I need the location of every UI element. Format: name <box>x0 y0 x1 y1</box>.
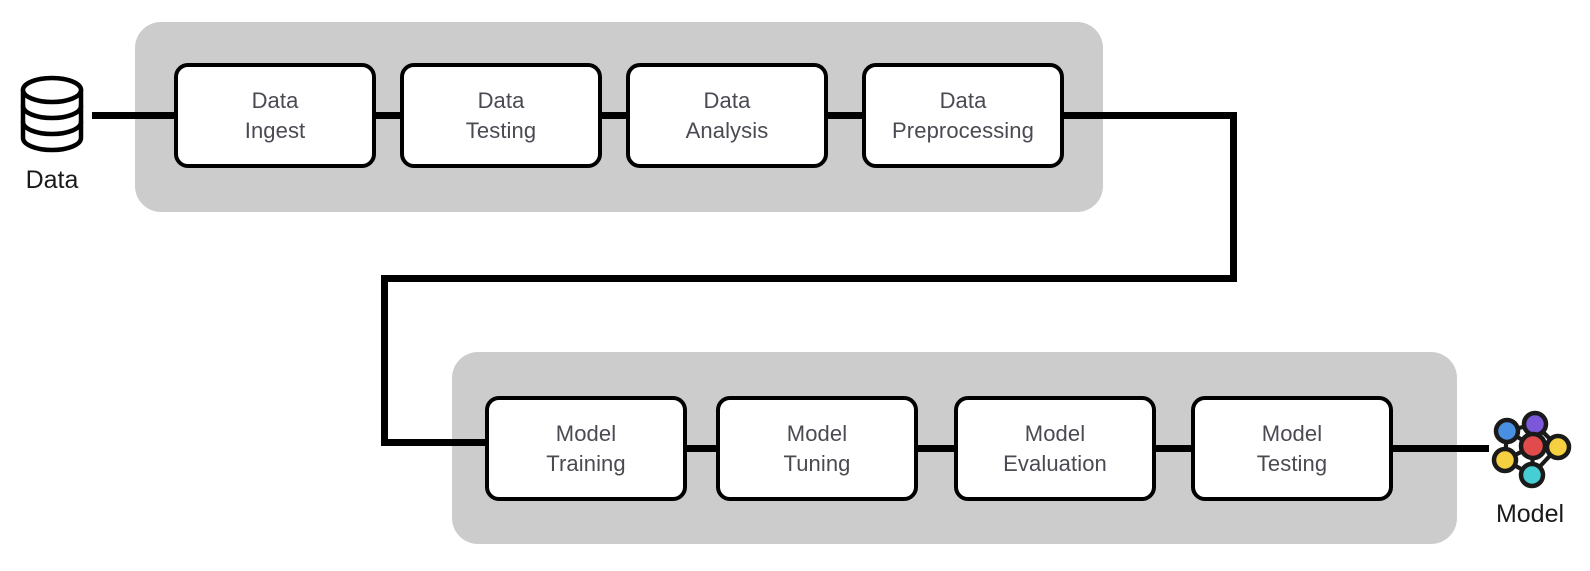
stage-label-data-ingest: Data Ingest <box>244 88 306 143</box>
stage-label-model-evaluation: Model Evaluation <box>1003 421 1107 476</box>
connector-training-to-tuning <box>683 445 720 452</box>
data-source-label: Data <box>25 166 79 194</box>
connector-tuning-to-evaluation <box>914 445 958 452</box>
nn-node-cyan <box>1518 461 1546 489</box>
connector-preprocessing-elbow-middle <box>381 275 1237 282</box>
connector-analysis-to-preprocessing <box>824 112 866 119</box>
stage-label-data-analysis: Data Analysis <box>685 88 769 143</box>
nn-node-purple <box>1521 410 1549 438</box>
connector-ingest-to-testing <box>372 112 404 119</box>
stage-box-data-preprocessing[interactable]: Data Preprocessing <box>862 63 1064 168</box>
connector-elbow-to-model-training <box>381 439 491 446</box>
stage-label-model-testing: Model Testing <box>1256 421 1328 476</box>
connector-testing-to-model-output <box>1389 445 1489 452</box>
stage-box-model-training[interactable]: Model Training <box>485 396 687 501</box>
nn-node-yellow-right <box>1544 433 1572 461</box>
neural-network-icon <box>1491 410 1572 489</box>
nn-node-red <box>1518 431 1548 461</box>
connector-preprocessing-elbow-top <box>1060 112 1237 119</box>
data-source-endpoint: Data <box>8 74 96 193</box>
model-output-label: Model <box>1495 500 1565 528</box>
stage-box-model-tuning[interactable]: Model Tuning <box>716 396 918 501</box>
connector-preprocessing-elbow-right-vertical <box>1230 112 1237 282</box>
stage-box-model-testing[interactable]: Model Testing <box>1191 396 1393 501</box>
model-output-endpoint: Model <box>1478 410 1582 527</box>
stage-label-data-preprocessing: Data Preprocessing <box>892 88 1034 143</box>
connector-evaluation-to-testing <box>1152 445 1195 452</box>
stage-box-model-evaluation[interactable]: Model Evaluation <box>954 396 1156 501</box>
stage-box-data-ingest[interactable]: Data Ingest <box>174 63 376 168</box>
stage-label-model-training: Model Training <box>546 421 626 476</box>
nn-node-blue <box>1493 417 1521 445</box>
stage-box-data-analysis[interactable]: Data Analysis <box>626 63 828 168</box>
stage-label-data-testing: Data Testing <box>465 88 537 143</box>
connector-testing-to-analysis <box>598 112 630 119</box>
nn-node-yellow-left <box>1491 446 1519 474</box>
stage-label-model-tuning: Model Tuning <box>783 421 851 476</box>
database-cylinder-icon <box>20 75 84 153</box>
stage-box-data-testing[interactable]: Data Testing <box>400 63 602 168</box>
connector-data-source-to-ingest <box>92 112 178 119</box>
connector-preprocessing-elbow-left-vertical <box>381 275 388 446</box>
